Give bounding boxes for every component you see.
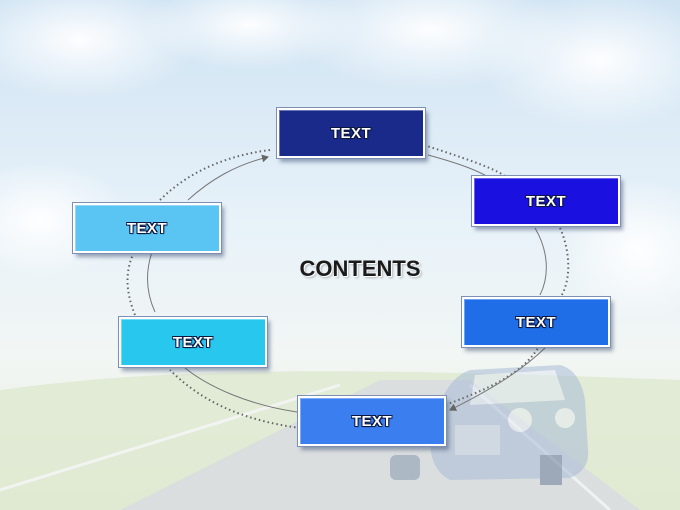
cycle-node-3-label: TEXT [515, 313, 557, 331]
cycle-node-2-label: TEXT [525, 192, 567, 210]
cycle-node-5: TEXT [119, 317, 267, 367]
cycle-node-6: TEXT [73, 203, 221, 253]
cycle-node-5-label: TEXT [172, 333, 214, 351]
car-graphic [390, 365, 589, 485]
cycle-node-1: TEXT [277, 108, 425, 158]
center-title: CONTENTS [299, 256, 421, 281]
cycle-node-4: TEXT [298, 396, 446, 446]
cycle-node-2: TEXT [472, 176, 620, 226]
cycle-node-1-label: TEXT [330, 124, 372, 142]
cycle-node-3: TEXT [462, 297, 610, 347]
cycle-node-6-label: TEXT [126, 219, 168, 237]
cycle-node-4-label: TEXT [351, 412, 393, 430]
cycle-outer-ring [126, 144, 570, 429]
